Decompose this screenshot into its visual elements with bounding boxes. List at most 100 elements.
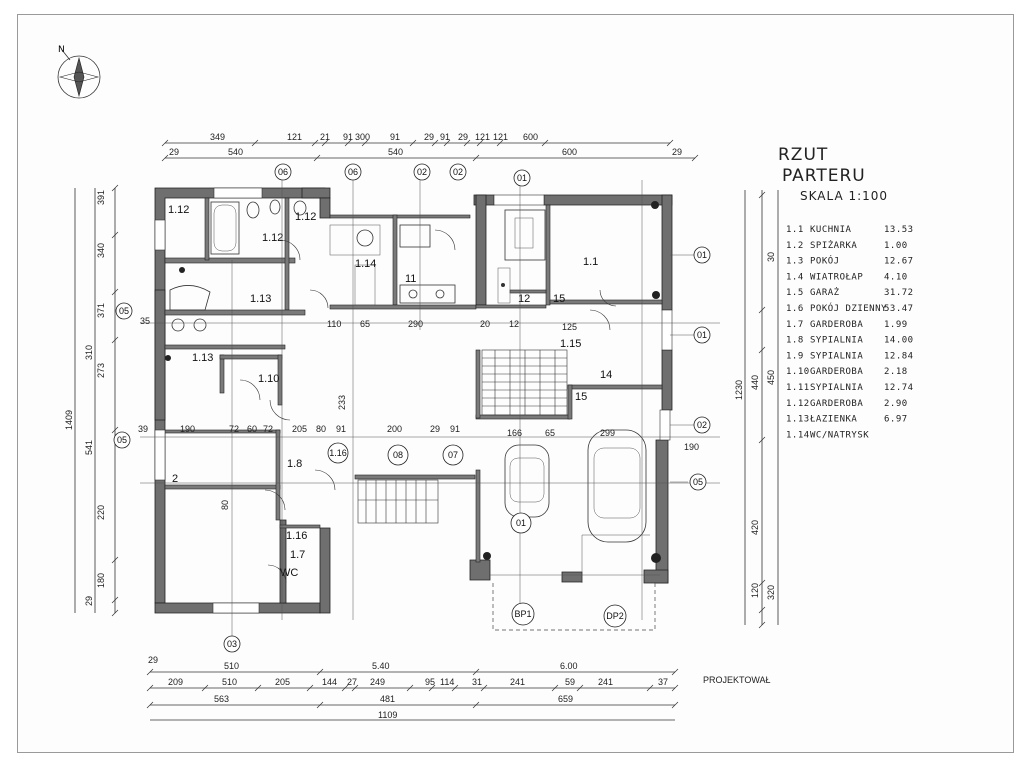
dim-label: 600 (523, 132, 538, 142)
projektowal-label: PROJEKTOWAŁ (703, 675, 771, 685)
axis-bubble-label: 08 (393, 450, 403, 460)
dim-label: 166 (507, 428, 522, 438)
room-label: 1.7 (290, 549, 305, 561)
dim-label: 72 (263, 424, 273, 434)
dim-label: 29 (169, 147, 179, 157)
legend-name: POKÓJ DZIENNY (810, 302, 887, 314)
dim-label: 121 (493, 132, 508, 142)
dim-label: 29 (430, 424, 440, 434)
room-label: 1.15 (560, 338, 581, 350)
dim-label: 110 (327, 319, 341, 329)
legend-number: 1.11 (786, 383, 810, 393)
dim-label: 290 (408, 319, 423, 329)
dim-label: 37 (658, 677, 668, 687)
dim-label: 241 (510, 677, 525, 687)
legend-area: 2.18 (884, 367, 908, 377)
legend-name: WC/NATRYSK (810, 430, 869, 440)
dim-label: 1230 (734, 380, 744, 400)
dim-label: 541 (84, 440, 94, 455)
dim-label: 114 (440, 677, 454, 687)
dim-label: 481 (380, 694, 395, 704)
axis-bubble-label: DP2 (606, 611, 624, 621)
dim-label: 144 (322, 677, 337, 687)
dim-label: 5.40 (372, 661, 390, 671)
room-label: 1.14 (355, 258, 376, 270)
room-label: 1.12 (262, 232, 283, 244)
axis-bubble-label: 06 (278, 167, 288, 177)
legend-number: 1.4 (786, 272, 804, 282)
dim-label: 121 (475, 132, 490, 142)
axis-bubble (449, 163, 467, 181)
dim-label: 21 (320, 132, 330, 142)
room-label: 15 (575, 391, 587, 403)
room-label: 15 (553, 293, 565, 305)
legend-number: 1.6 (786, 304, 804, 314)
axis-bubble-label: 01 (516, 518, 526, 528)
dim-label: 273 (96, 363, 106, 378)
axis-bubble (113, 431, 131, 449)
legend-area: 1.00 (884, 241, 908, 251)
legend-name: GARDEROBA (810, 399, 863, 409)
dim-label: 200 (387, 424, 402, 434)
legend-area: 2.90 (884, 399, 908, 409)
dim-label: 371 (96, 303, 106, 318)
axis-bubble (442, 444, 464, 466)
axis-bubble (513, 169, 531, 187)
room-label: 1.13 (250, 293, 271, 305)
axis-bubble-label: 05 (119, 306, 129, 316)
room-label: 1.1 (583, 256, 598, 268)
dim-label: 440 (750, 375, 760, 390)
room-label: 11 (405, 273, 416, 285)
legend-number: 1.10 (786, 367, 810, 377)
dim-label: 95 (425, 677, 435, 687)
axis-bubble (327, 442, 349, 464)
dim-label: 659 (558, 694, 573, 704)
legend-number: 1.12 (786, 399, 810, 409)
legend-area: 14.00 (884, 336, 914, 346)
windows (154, 187, 673, 614)
dim-label: 510 (222, 677, 237, 687)
cars (504, 429, 647, 543)
dim-label: 510 (224, 661, 239, 671)
axis-bubble (274, 163, 292, 181)
legend-area: 31.72 (884, 288, 914, 298)
dim-label: 205 (275, 677, 290, 687)
exterior-walls (154, 187, 673, 614)
room-label: 12 (518, 293, 530, 305)
dim-total: 1109 (378, 710, 397, 720)
dim-label: 233 (337, 395, 347, 410)
driveway (490, 534, 660, 631)
legend-area: 6.97 (884, 415, 908, 425)
axis-bubble-label: 05 (117, 435, 127, 445)
dim-label: 190 (180, 424, 195, 434)
dim-label: 121 (287, 132, 302, 142)
room-label: 2 (172, 473, 178, 485)
dim-label: 72 (229, 424, 239, 434)
dim-label: 540 (388, 147, 403, 157)
axis-bubble-label: 01 (517, 173, 527, 183)
dim-label: 20 (480, 319, 490, 329)
room-label: 1.16 (286, 530, 307, 542)
dim-label: 540 (228, 147, 243, 157)
legend-area: 1.99 (884, 320, 908, 330)
dim-label: 220 (96, 505, 106, 520)
axis-bubble (115, 302, 133, 320)
legend-number: 1.8 (786, 336, 804, 346)
axis-bubble-label: 01 (697, 250, 707, 260)
dim-label: 320 (766, 585, 776, 600)
dim-label: 27 (347, 677, 357, 687)
dim-label: 29 (148, 655, 158, 665)
legend-name: SYPIALNIA (810, 383, 863, 393)
dim-label: 39 (138, 424, 148, 434)
dim-label: 299 (600, 428, 615, 438)
title-scale: SKALA 1:100 (800, 189, 888, 203)
dim-label: 80 (220, 500, 230, 510)
legend-name: SYPIALNIA (810, 336, 863, 346)
axis-bubble (387, 444, 409, 466)
legend-area: 12.84 (884, 351, 914, 361)
dim-label: 91 (450, 424, 460, 434)
